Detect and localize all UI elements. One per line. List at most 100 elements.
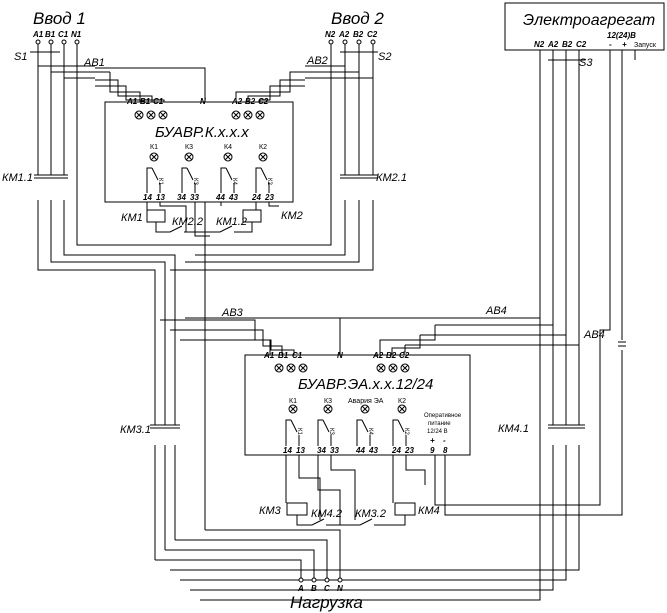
lower-bus-wires bbox=[154, 245, 245, 560]
load-pin-c: C bbox=[324, 584, 330, 593]
unit2-op-power-line3: 12/24 В bbox=[427, 429, 448, 435]
breaker-ab4-label: АВ4 bbox=[485, 305, 507, 317]
unit1-term-33: 33 bbox=[190, 193, 199, 202]
coil-km3-label: КМ3 bbox=[259, 505, 282, 517]
unit2-relay-lamps bbox=[288, 404, 407, 414]
unit1-term-44: 44 bbox=[215, 193, 225, 202]
unit2-terminal-screws bbox=[274, 363, 410, 373]
generator-pin-c2: C2 bbox=[576, 40, 587, 49]
unit2-contact-tag-k3: К3 bbox=[328, 428, 334, 435]
unit1-term-24: 24 bbox=[251, 193, 261, 202]
input2-pin-a2: A2 bbox=[338, 30, 350, 39]
generator-supply-label: 12(24)В bbox=[607, 31, 636, 40]
unit2-term-13: 13 bbox=[296, 446, 305, 455]
unit2-relay-k2: К2 bbox=[398, 398, 406, 405]
breaker-ab3 bbox=[180, 317, 341, 355]
breaker-ab4 bbox=[340, 317, 579, 355]
contactor-km31-label: КМ3.1 bbox=[120, 424, 151, 436]
generator-plus: + bbox=[622, 40, 627, 49]
unit2-op-plus: + bbox=[430, 436, 435, 445]
generator-start-label: Запуск bbox=[634, 42, 657, 49]
generator-title: Электроагрегат bbox=[523, 12, 655, 29]
unit1-relay-k3: К3 bbox=[185, 144, 193, 151]
load-wires bbox=[155, 529, 341, 578]
unit2-term-23: 23 bbox=[404, 446, 414, 455]
unit1-term-23: 23 bbox=[264, 193, 274, 202]
generator-pin-b2: B2 bbox=[562, 40, 573, 49]
unit2-op-minus: - bbox=[443, 436, 446, 445]
unit1-relay-lamps bbox=[149, 152, 268, 162]
load-pin-b: B bbox=[311, 584, 317, 593]
unit2-relay-k1: К1 bbox=[289, 398, 297, 405]
unit1-neutral: N bbox=[200, 97, 206, 106]
unit2-term-24: 24 bbox=[391, 446, 401, 455]
unit1-pin-c2: C2 bbox=[258, 97, 269, 106]
unit1-pin-a2: A2 bbox=[231, 97, 243, 106]
input2-terminals bbox=[328, 39, 376, 45]
input1-pin-c1: C1 bbox=[58, 30, 69, 39]
generator-wires bbox=[170, 50, 636, 601]
unit2-neutral: N bbox=[337, 351, 343, 360]
switch-s3-label: S3 bbox=[579, 57, 593, 69]
unit1-relay-contacts bbox=[146, 167, 270, 193]
switch-s1-label: S1 bbox=[14, 51, 27, 63]
unit2-pin-b1: B1 bbox=[278, 351, 289, 360]
control-circuit-2 bbox=[285, 455, 426, 526]
input2-pin-n2: N2 bbox=[325, 30, 336, 39]
unit2-pin-c1: C1 bbox=[292, 351, 303, 360]
unit2-contact-tag-k4: К4 bbox=[367, 428, 373, 435]
unit1-term-13: 13 bbox=[156, 193, 165, 202]
unit2-term-43: 43 bbox=[368, 446, 378, 455]
input1-wires bbox=[30, 44, 205, 315]
unit2-op-power-line1: Оперативное bbox=[424, 413, 462, 419]
load-terminals bbox=[298, 577, 343, 583]
contact-km42-label: КМ4.2 bbox=[311, 508, 342, 520]
input1-pin-b1: B1 bbox=[45, 30, 56, 39]
unit2-op-power-line2: питание bbox=[428, 421, 451, 427]
unit1-pin-b2: B2 bbox=[245, 97, 256, 106]
unit2-pin-a2: A2 bbox=[372, 351, 384, 360]
unit1-contact-tag-k1: К1 bbox=[157, 178, 163, 185]
switch-s2-label: S2 bbox=[378, 51, 391, 63]
contact-km32-label: КМ3.2 bbox=[355, 508, 386, 520]
input2-pin-b2: B2 bbox=[353, 30, 364, 39]
load-pin-a: A bbox=[297, 584, 304, 593]
unit1-term-43: 43 bbox=[228, 193, 238, 202]
input1-terminals bbox=[35, 39, 80, 45]
coil-km1-label: КМ1 bbox=[121, 212, 143, 224]
contactor-km41-label: КМ4.1 bbox=[498, 423, 529, 435]
unit1-contact-tag-k3: К3 bbox=[192, 178, 198, 185]
unit1-term-34: 34 bbox=[177, 193, 186, 202]
input2-pin-c2: C2 bbox=[367, 30, 378, 39]
contactor-km11 bbox=[34, 174, 68, 179]
unit2-title: БУАВР.ЭА.х.х.12/24 bbox=[298, 376, 433, 393]
unit1-body bbox=[104, 101, 294, 203]
unit1-relay-k1: К1 bbox=[150, 144, 158, 151]
unit2-relay-alarm: Авария ЭА bbox=[348, 398, 384, 405]
unit1-title: БУАВР.К.х.х.х bbox=[155, 124, 249, 141]
unit1-relay-k2: К2 bbox=[259, 144, 267, 151]
breaker-ab4b-label: АВ4 bbox=[583, 329, 605, 341]
breaker-ab2 bbox=[235, 71, 305, 102]
unit2-term-9: 9 bbox=[430, 446, 435, 455]
breaker-ab2-label: АВ2 bbox=[306, 55, 328, 67]
breaker-ab4b bbox=[618, 341, 626, 347]
generator-body bbox=[504, 2, 665, 51]
contactor-km21 bbox=[340, 174, 378, 179]
contactor-km31 bbox=[150, 424, 180, 429]
load-pin-n: N bbox=[337, 584, 343, 593]
unit2-pin-a1: A1 bbox=[263, 351, 275, 360]
input2-title: Ввод 2 bbox=[331, 9, 384, 28]
unit2-term-44: 44 bbox=[355, 446, 365, 455]
load-title: Нагрузка bbox=[290, 593, 363, 612]
unit2-term-14: 14 bbox=[283, 446, 292, 455]
unit1-contact-tag-k4: К4 bbox=[231, 178, 237, 185]
control-circuit-1 bbox=[146, 202, 279, 237]
unit2-pin-b2: B2 bbox=[386, 351, 397, 360]
coil-km4-label: КМ4 bbox=[418, 505, 440, 517]
contactor-km21-label: КМ2.1 bbox=[376, 172, 407, 184]
unit2-term-34: 34 bbox=[317, 446, 326, 455]
unit2-contact-tag-k1: К1 bbox=[296, 428, 302, 435]
